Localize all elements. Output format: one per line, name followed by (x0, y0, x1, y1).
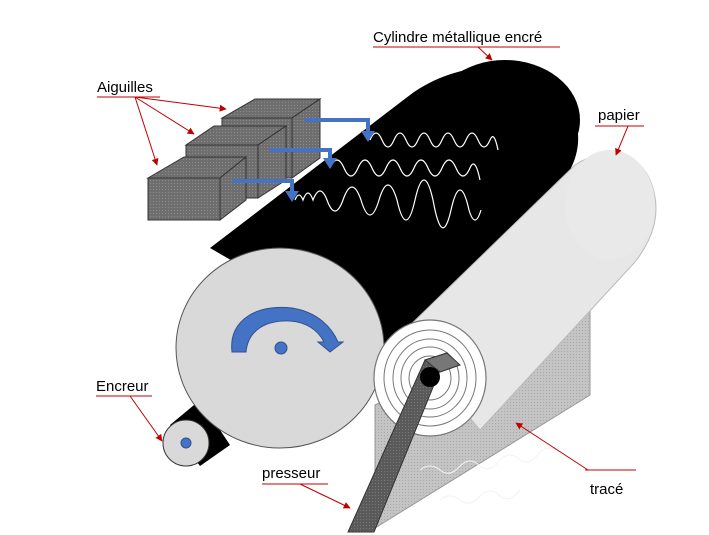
svg-text:Aiguilles: Aiguilles (97, 79, 153, 96)
drum-trace-3 (294, 179, 482, 229)
label-paper: papier (595, 107, 644, 156)
svg-text:Cylindre métallique encré: Cylindre métallique encré (373, 29, 542, 46)
inker-roller (162, 400, 230, 467)
drum-trace-1 (369, 132, 499, 151)
needle-arrow-icons (232, 118, 370, 193)
needle-arrow-icon-3 (232, 179, 294, 193)
needle-arrow-icon-2 (270, 148, 332, 160)
inked-cylinder (175, 60, 580, 449)
rotation-arrow-icon (231, 306, 345, 353)
presser-pivot (420, 367, 440, 387)
svg-text:papier: papier (598, 107, 640, 124)
label-inker: Encreur (96, 378, 163, 442)
svg-text:presseur: presseur (262, 465, 320, 482)
drum-trace-2 (329, 159, 481, 181)
label-trace: tracé (515, 422, 636, 498)
needle-arrow-icon-1 (305, 118, 370, 133)
presser-bar (347, 352, 461, 533)
cylinder-axle (274, 341, 288, 355)
needle-blocks (146, 98, 322, 222)
label-presser: presseur (262, 465, 351, 509)
svg-text:Encreur: Encreur (96, 378, 149, 395)
label-needles: Aiguilles (97, 79, 227, 166)
svg-text:tracé: tracé (590, 481, 623, 498)
label-cylinder: Cylindre métallique encré (373, 29, 560, 61)
needle-block-3 (146, 155, 248, 222)
